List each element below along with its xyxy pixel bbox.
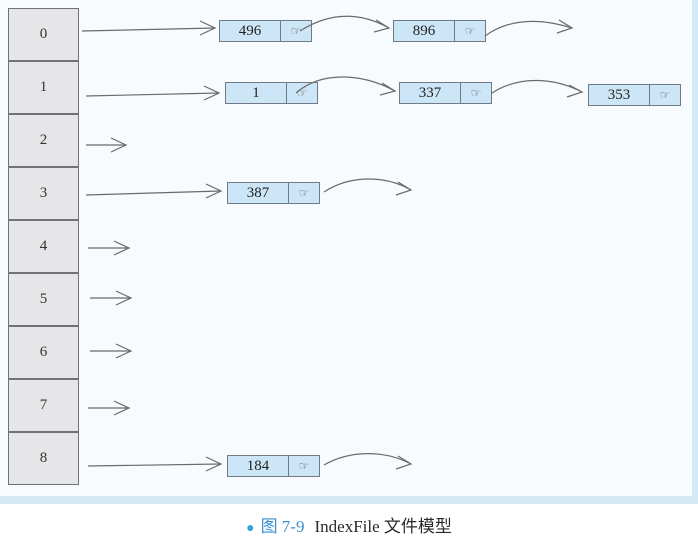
arrowhead <box>205 456 223 472</box>
arrowhead <box>113 240 131 256</box>
arrowhead <box>395 455 413 470</box>
arrowhead <box>395 181 413 196</box>
list-node-337: 337 ☞ <box>399 82 492 104</box>
figure-number: 图 7-9 <box>260 517 305 536</box>
index-slot-8: 8 <box>8 432 79 485</box>
index-slot-2: 2 <box>8 114 79 167</box>
node-value: 353 <box>589 85 650 105</box>
index-slot-1: 1 <box>8 61 79 114</box>
arrowhead <box>373 19 391 33</box>
list-node-496: 496 ☞ <box>219 20 312 42</box>
arrowhead <box>205 183 223 199</box>
pointing-hand-icon: ☞ <box>659 87 671 102</box>
pointing-hand-icon: ☞ <box>470 85 482 100</box>
node-value: 387 <box>228 183 289 203</box>
index-slot-5: 5 <box>8 273 79 326</box>
bullet-dot-icon: ● <box>246 521 255 536</box>
figure-caption: ● 图 7-9 IndexFile 文件模型 <box>0 512 698 537</box>
slot-label: 7 <box>39 397 48 413</box>
pointing-hand-icon: ☞ <box>290 23 302 38</box>
next-pointer-arrow <box>484 20 573 37</box>
node-value: 896 <box>394 21 455 41</box>
node-value: 1 <box>226 83 287 103</box>
slot-label: 8 <box>39 450 48 466</box>
arrowhead <box>556 19 574 34</box>
list-node-387: 387 ☞ <box>227 182 320 204</box>
arrowhead <box>115 343 133 359</box>
arrowhead <box>203 85 221 101</box>
index-slot-0: 0 <box>8 8 79 61</box>
arrowhead <box>566 84 584 98</box>
arrowhead <box>113 400 131 416</box>
node-value: 337 <box>400 83 461 103</box>
pointing-hand-icon: ☞ <box>296 85 308 100</box>
index-slot-4: 4 <box>8 220 79 273</box>
pointing-hand-icon: ☞ <box>298 458 310 473</box>
arrowhead <box>110 137 128 153</box>
node-value: 496 <box>220 21 281 41</box>
next-pointer-arrow <box>323 178 412 193</box>
next-pointer-arrow <box>323 453 412 466</box>
slot-label: 5 <box>39 291 48 307</box>
slot-label: 0 <box>39 26 48 42</box>
slot-arrow <box>85 92 220 97</box>
index-slot-6: 6 <box>8 326 79 379</box>
slot-arrow <box>85 190 222 196</box>
slot-arrow <box>81 27 216 32</box>
list-node-1: 1 ☞ <box>225 82 318 104</box>
arrowhead <box>115 290 133 306</box>
next-pointer-arrow <box>299 15 390 32</box>
slot-label: 1 <box>39 79 48 95</box>
next-pointer-arrow <box>295 76 396 94</box>
figure-title: IndexFile 文件模型 <box>314 517 452 536</box>
slot-label: 4 <box>39 238 48 254</box>
index-slot-7: 7 <box>8 379 79 432</box>
slot-label: 2 <box>39 132 48 148</box>
pointing-hand-icon: ☞ <box>464 23 476 38</box>
slot-arrow <box>87 463 222 467</box>
list-node-353: 353 ☞ <box>588 84 681 106</box>
slot-label: 6 <box>39 344 48 360</box>
pointing-hand-icon: ☞ <box>298 185 310 200</box>
list-node-184: 184 ☞ <box>227 455 320 477</box>
arrowhead <box>379 82 397 96</box>
arrowhead <box>199 20 217 36</box>
slot-label: 3 <box>39 185 48 201</box>
diagram-frame <box>0 0 698 504</box>
index-slot-3: 3 <box>8 167 79 220</box>
list-node-896: 896 ☞ <box>393 20 486 42</box>
next-pointer-arrow <box>491 79 583 94</box>
node-value: 184 <box>228 456 289 476</box>
